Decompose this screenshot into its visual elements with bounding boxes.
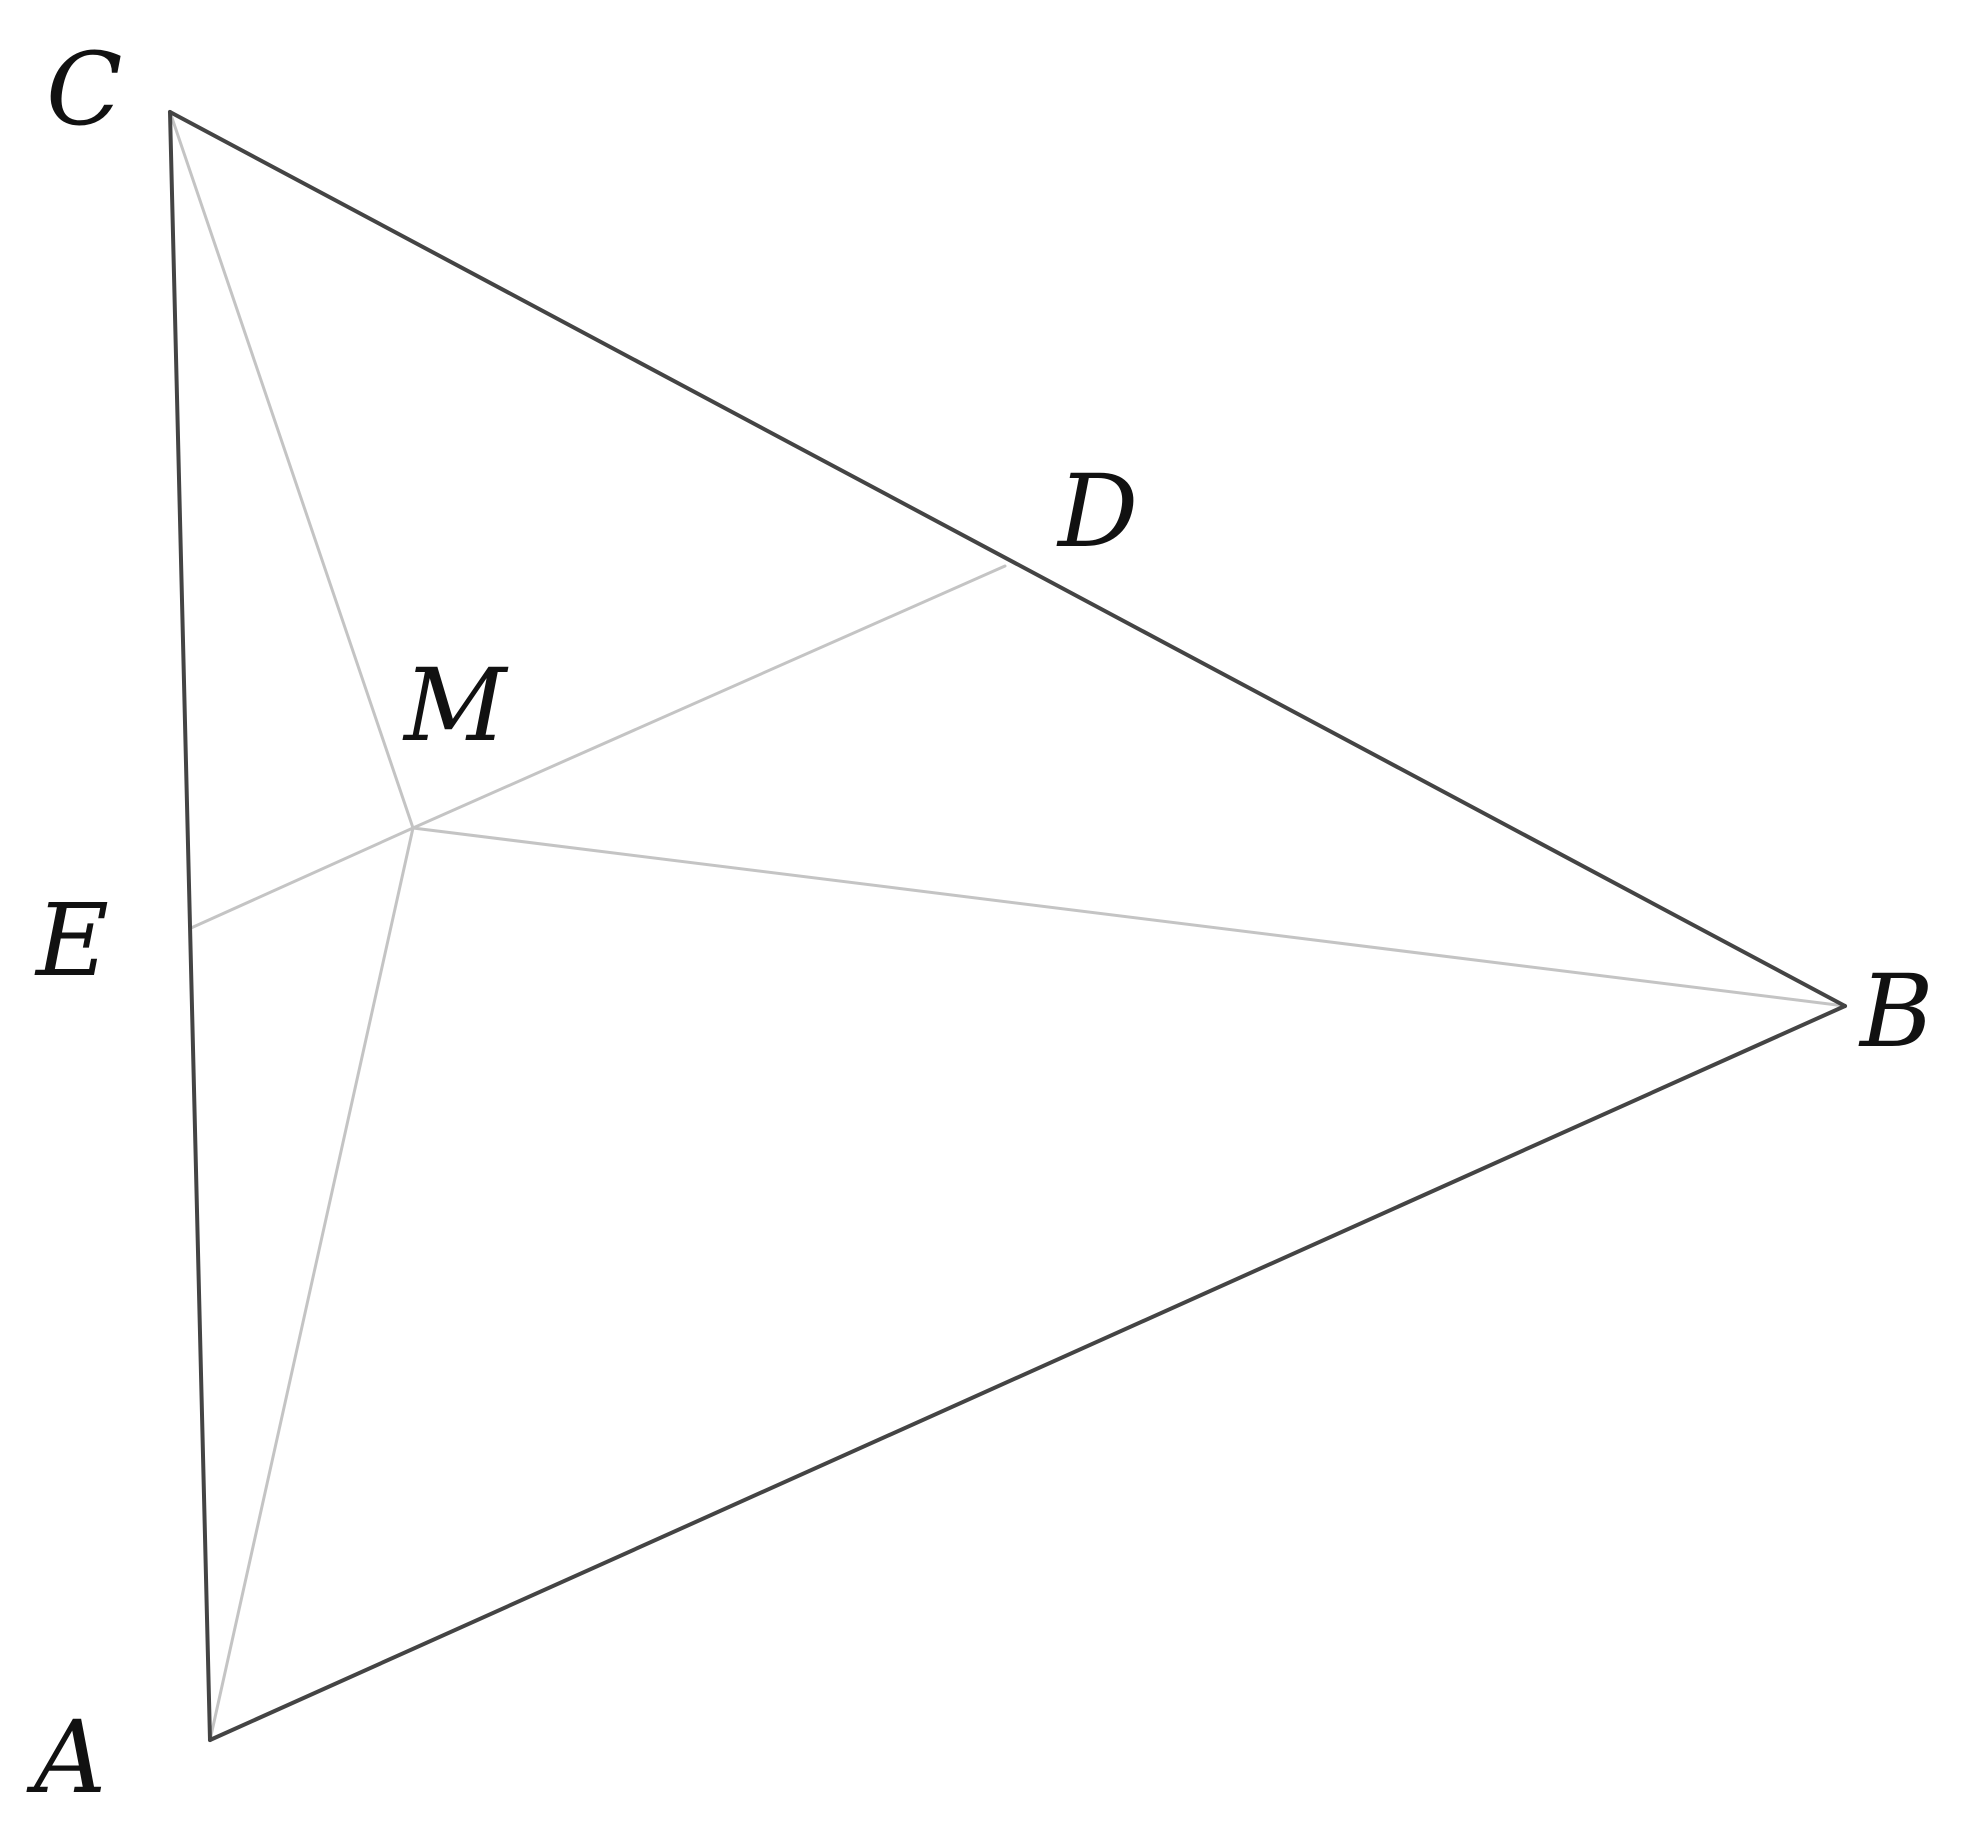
segment-me [189,826,415,930]
point-label-a: A [26,1699,106,1816]
side-ca [168,110,212,1742]
point-label-e: E [34,882,109,999]
segment-mb [411,826,1847,1008]
point-label-b: B [1858,953,1934,1070]
segment-mc [168,110,415,830]
point-label-d: D [1056,453,1138,570]
segment-md [411,564,1007,830]
point-label-c: C [46,31,123,148]
point-label-m: M [402,647,509,764]
side-cb [168,110,1847,1008]
side-ab [208,1004,1847,1742]
segment-ma [208,826,415,1742]
